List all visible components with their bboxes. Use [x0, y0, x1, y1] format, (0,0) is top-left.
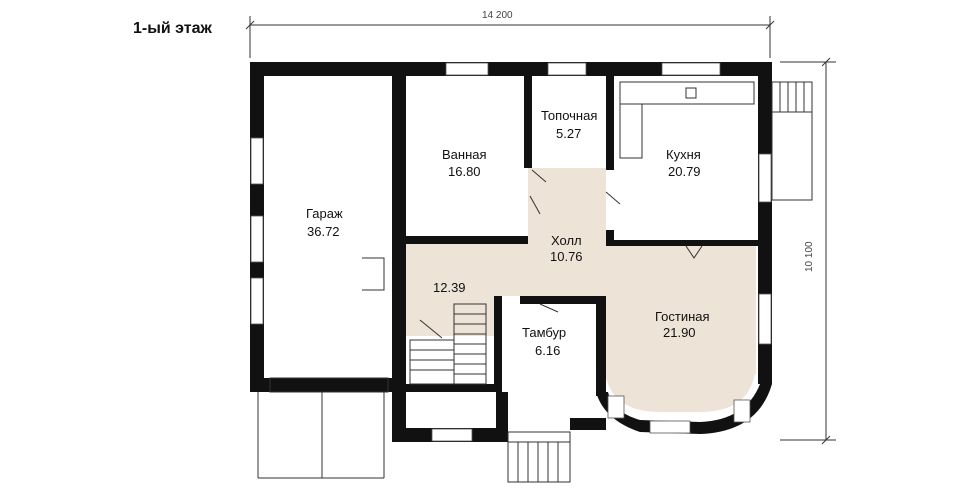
depth-dimension-label: 10 100 [804, 241, 815, 272]
kitchen-porch [771, 81, 813, 201]
windows [250, 62, 772, 442]
room-hall-name: Холл [551, 233, 582, 248]
room-corridor-area: 12.39 [433, 280, 466, 295]
room-corridor: 12.39 [433, 280, 466, 295]
doors [362, 169, 703, 339]
room-bath-name: Ванная [442, 147, 487, 162]
front-stairs [507, 431, 571, 483]
room-garage: Гараж 36.72 [306, 206, 343, 239]
room-vestibule: Тамбур 6.16 [522, 325, 566, 358]
room-living-name: Гостиная [655, 309, 710, 324]
room-vestibule-name: Тамбур [522, 325, 566, 340]
width-dimension-label: 14 200 [482, 10, 513, 21]
room-garage-name: Гараж [306, 206, 343, 221]
depth-dimension: 10 100 [780, 57, 836, 445]
garage-entrance [257, 377, 389, 479]
plan-title: 1-ый этаж [133, 20, 213, 37]
room-boiler: Топочная 5.27 [541, 108, 597, 141]
room-hall-area: 10.76 [550, 249, 583, 264]
kitchen-fixtures [619, 81, 755, 159]
interior-walls [406, 76, 758, 396]
room-living-area: 21.90 [663, 325, 696, 340]
room-garage-area: 36.72 [307, 224, 340, 239]
room-hall: Холл 10.76 [550, 233, 583, 264]
room-kitchen: Кухня 20.79 [666, 147, 701, 179]
room-living: Гостиная 21.90 [655, 309, 710, 340]
room-boiler-name: Топочная [541, 108, 597, 123]
room-kitchen-area: 20.79 [668, 164, 701, 179]
width-dimension: 14 200 [245, 10, 775, 58]
room-bath-area: 16.80 [448, 164, 481, 179]
room-vestibule-area: 6.16 [535, 343, 560, 358]
room-boiler-area: 5.27 [556, 126, 581, 141]
room-bath: Ванная 16.80 [442, 147, 487, 179]
interior-staircase [409, 303, 487, 385]
room-kitchen-name: Кухня [666, 147, 701, 162]
shaded-floor [400, 168, 756, 412]
